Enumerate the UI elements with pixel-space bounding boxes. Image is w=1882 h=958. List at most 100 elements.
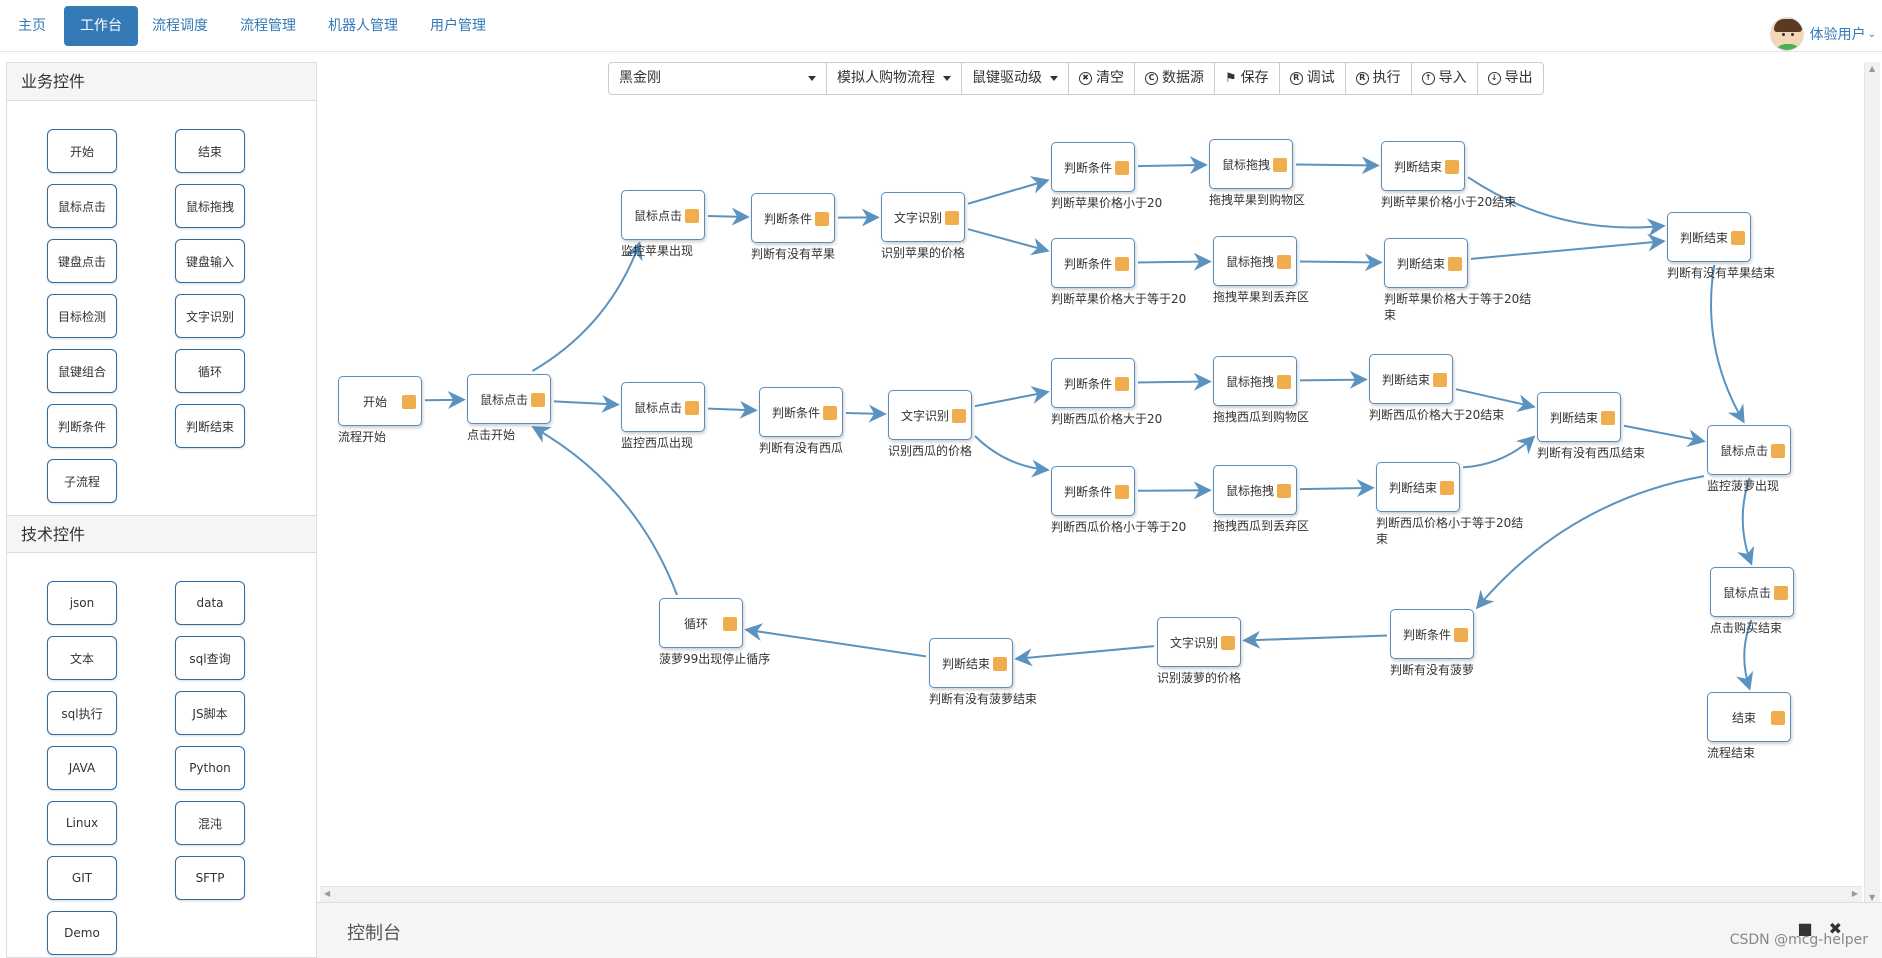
nav-robot-manage[interactable]: 机器人管理 — [328, 18, 398, 34]
flow-node[interactable]: 开始 — [338, 376, 422, 426]
node-connector-handle[interactable] — [1445, 160, 1459, 174]
flow-node[interactable]: 判断结束 — [1376, 462, 1460, 512]
nav-user-manage[interactable]: 用户管理 — [430, 18, 486, 34]
flow-node[interactable]: 鼠标拖拽 — [1213, 236, 1297, 286]
export-button[interactable]: ↓导出 — [1478, 63, 1543, 94]
robot-select[interactable]: 黑金刚 — [609, 63, 827, 94]
flow-node[interactable]: 判断结束 — [1667, 212, 1751, 262]
flow-node[interactable]: 鼠标拖拽 — [1213, 465, 1297, 515]
flow-node[interactable]: 判断结束 — [929, 638, 1013, 688]
flow-node[interactable]: 鼠标点击 — [467, 374, 551, 424]
scroll-up-icon[interactable]: ▲ — [1869, 64, 1876, 73]
flow-node[interactable]: 结束 — [1707, 692, 1791, 742]
node-connector-handle[interactable] — [1115, 377, 1129, 391]
business-control-10[interactable]: 判断条件 — [47, 404, 117, 448]
tech-control-7[interactable]: Python — [175, 746, 245, 790]
node-connector-handle[interactable] — [1115, 161, 1129, 175]
flow-node[interactable]: 鼠标点击 — [1707, 425, 1791, 475]
scroll-down-icon[interactable]: ▼ — [1869, 893, 1876, 902]
clear-button[interactable]: ✖清空 — [1069, 63, 1135, 94]
node-connector-handle[interactable] — [685, 209, 699, 223]
scroll-right-icon[interactable]: ▶ — [1851, 889, 1858, 898]
flow-node[interactable]: 判断条件 — [1051, 238, 1135, 288]
business-control-1[interactable]: 结束 — [175, 129, 245, 173]
nav-home[interactable]: 主页 — [18, 18, 46, 34]
flow-node[interactable]: 文字识别 — [1157, 617, 1241, 667]
node-connector-handle[interactable] — [1731, 231, 1745, 245]
node-connector-handle[interactable] — [1774, 586, 1788, 600]
flow-node[interactable]: 鼠标点击 — [1710, 567, 1794, 617]
save-button[interactable]: ⚑保存 — [1215, 63, 1280, 94]
flow-node[interactable]: 鼠标拖拽 — [1213, 356, 1297, 406]
tech-control-9[interactable]: 混沌 — [175, 801, 245, 845]
vertical-scrollbar[interactable]: ▲ ▼ — [1864, 62, 1880, 904]
tech-control-11[interactable]: SFTP — [175, 856, 245, 900]
business-control-3[interactable]: 鼠标拖拽 — [175, 184, 245, 228]
driver-select[interactable]: 鼠键驱动级 — [962, 63, 1069, 94]
minimize-icon[interactable]: ■ — [1797, 919, 1813, 938]
business-control-6[interactable]: 目标检测 — [47, 294, 117, 338]
node-connector-handle[interactable] — [1277, 484, 1291, 498]
node-connector-handle[interactable] — [1115, 485, 1129, 499]
tech-control-5[interactable]: JS脚本 — [175, 691, 245, 735]
node-connector-handle[interactable] — [1448, 257, 1462, 271]
business-control-0[interactable]: 开始 — [47, 129, 117, 173]
node-connector-handle[interactable] — [402, 395, 416, 409]
tech-control-2[interactable]: 文本 — [47, 636, 117, 680]
flow-node[interactable]: 判断条件 — [1051, 142, 1135, 192]
flow-node[interactable]: 判断条件 — [1051, 358, 1135, 408]
business-control-8[interactable]: 鼠键组合 — [47, 349, 117, 393]
node-connector-handle[interactable] — [1277, 255, 1291, 269]
node-connector-handle[interactable] — [993, 657, 1007, 671]
node-connector-handle[interactable] — [1277, 375, 1291, 389]
horizontal-scrollbar[interactable]: ◀ ▶ — [320, 886, 1862, 902]
node-connector-handle[interactable] — [815, 212, 829, 226]
flow-canvas[interactable]: 开始流程开始鼠标点击点击开始鼠标点击监控苹果出现判断条件判断有没有苹果文字识别识… — [317, 62, 1882, 904]
business-control-12[interactable]: 子流程 — [47, 459, 117, 503]
business-control-11[interactable]: 判断结束 — [175, 404, 245, 448]
scroll-left-icon[interactable]: ◀ — [324, 889, 331, 898]
flow-node[interactable]: 判断结束 — [1381, 141, 1465, 191]
nav-workbench[interactable]: 工作台 — [64, 6, 138, 46]
flow-node[interactable]: 判断结束 — [1369, 354, 1453, 404]
node-connector-handle[interactable] — [1454, 628, 1468, 642]
tech-control-3[interactable]: sql查询 — [175, 636, 245, 680]
flow-node[interactable]: 判断条件 — [751, 193, 835, 243]
node-connector-handle[interactable] — [1440, 481, 1454, 495]
node-connector-handle[interactable] — [1601, 411, 1615, 425]
flow-node[interactable]: 判断结束 — [1384, 238, 1468, 288]
business-control-7[interactable]: 文字识别 — [175, 294, 245, 338]
business-control-4[interactable]: 键盘点击 — [47, 239, 117, 283]
close-icon[interactable]: ✖ — [1828, 919, 1842, 938]
flow-select[interactable]: 模拟人购物流程 — [827, 63, 962, 94]
node-connector-handle[interactable] — [685, 401, 699, 415]
tech-control-10[interactable]: GIT — [47, 856, 117, 900]
flow-node[interactable]: 循环 — [659, 598, 743, 648]
nav-flow-manage[interactable]: 流程管理 — [240, 18, 296, 34]
business-control-2[interactable]: 鼠标点击 — [47, 184, 117, 228]
node-connector-handle[interactable] — [1115, 257, 1129, 271]
node-connector-handle[interactable] — [723, 617, 737, 631]
tech-control-12[interactable]: Demo — [47, 911, 117, 955]
flow-node[interactable]: 鼠标拖拽 — [1209, 139, 1293, 189]
node-connector-handle[interactable] — [1771, 711, 1785, 725]
node-connector-handle[interactable] — [531, 393, 545, 407]
node-connector-handle[interactable] — [952, 409, 966, 423]
tech-control-0[interactable]: json — [47, 581, 117, 625]
flow-node[interactable]: 鼠标点击 — [621, 190, 705, 240]
node-connector-handle[interactable] — [1221, 636, 1235, 650]
tech-control-8[interactable]: Linux — [47, 801, 117, 845]
flow-node[interactable]: 文字识别 — [888, 390, 972, 440]
flow-node[interactable]: 鼠标点击 — [621, 382, 705, 432]
node-connector-handle[interactable] — [1433, 373, 1447, 387]
business-control-5[interactable]: 键盘输入 — [175, 239, 245, 283]
tech-control-6[interactable]: JAVA — [47, 746, 117, 790]
node-connector-handle[interactable] — [945, 211, 959, 225]
flow-node[interactable]: 文字识别 — [881, 192, 965, 242]
node-connector-handle[interactable] — [823, 406, 837, 420]
tech-control-4[interactable]: sql执行 — [47, 691, 117, 735]
node-connector-handle[interactable] — [1771, 444, 1785, 458]
business-control-9[interactable]: 循环 — [175, 349, 245, 393]
tech-control-1[interactable]: data — [175, 581, 245, 625]
